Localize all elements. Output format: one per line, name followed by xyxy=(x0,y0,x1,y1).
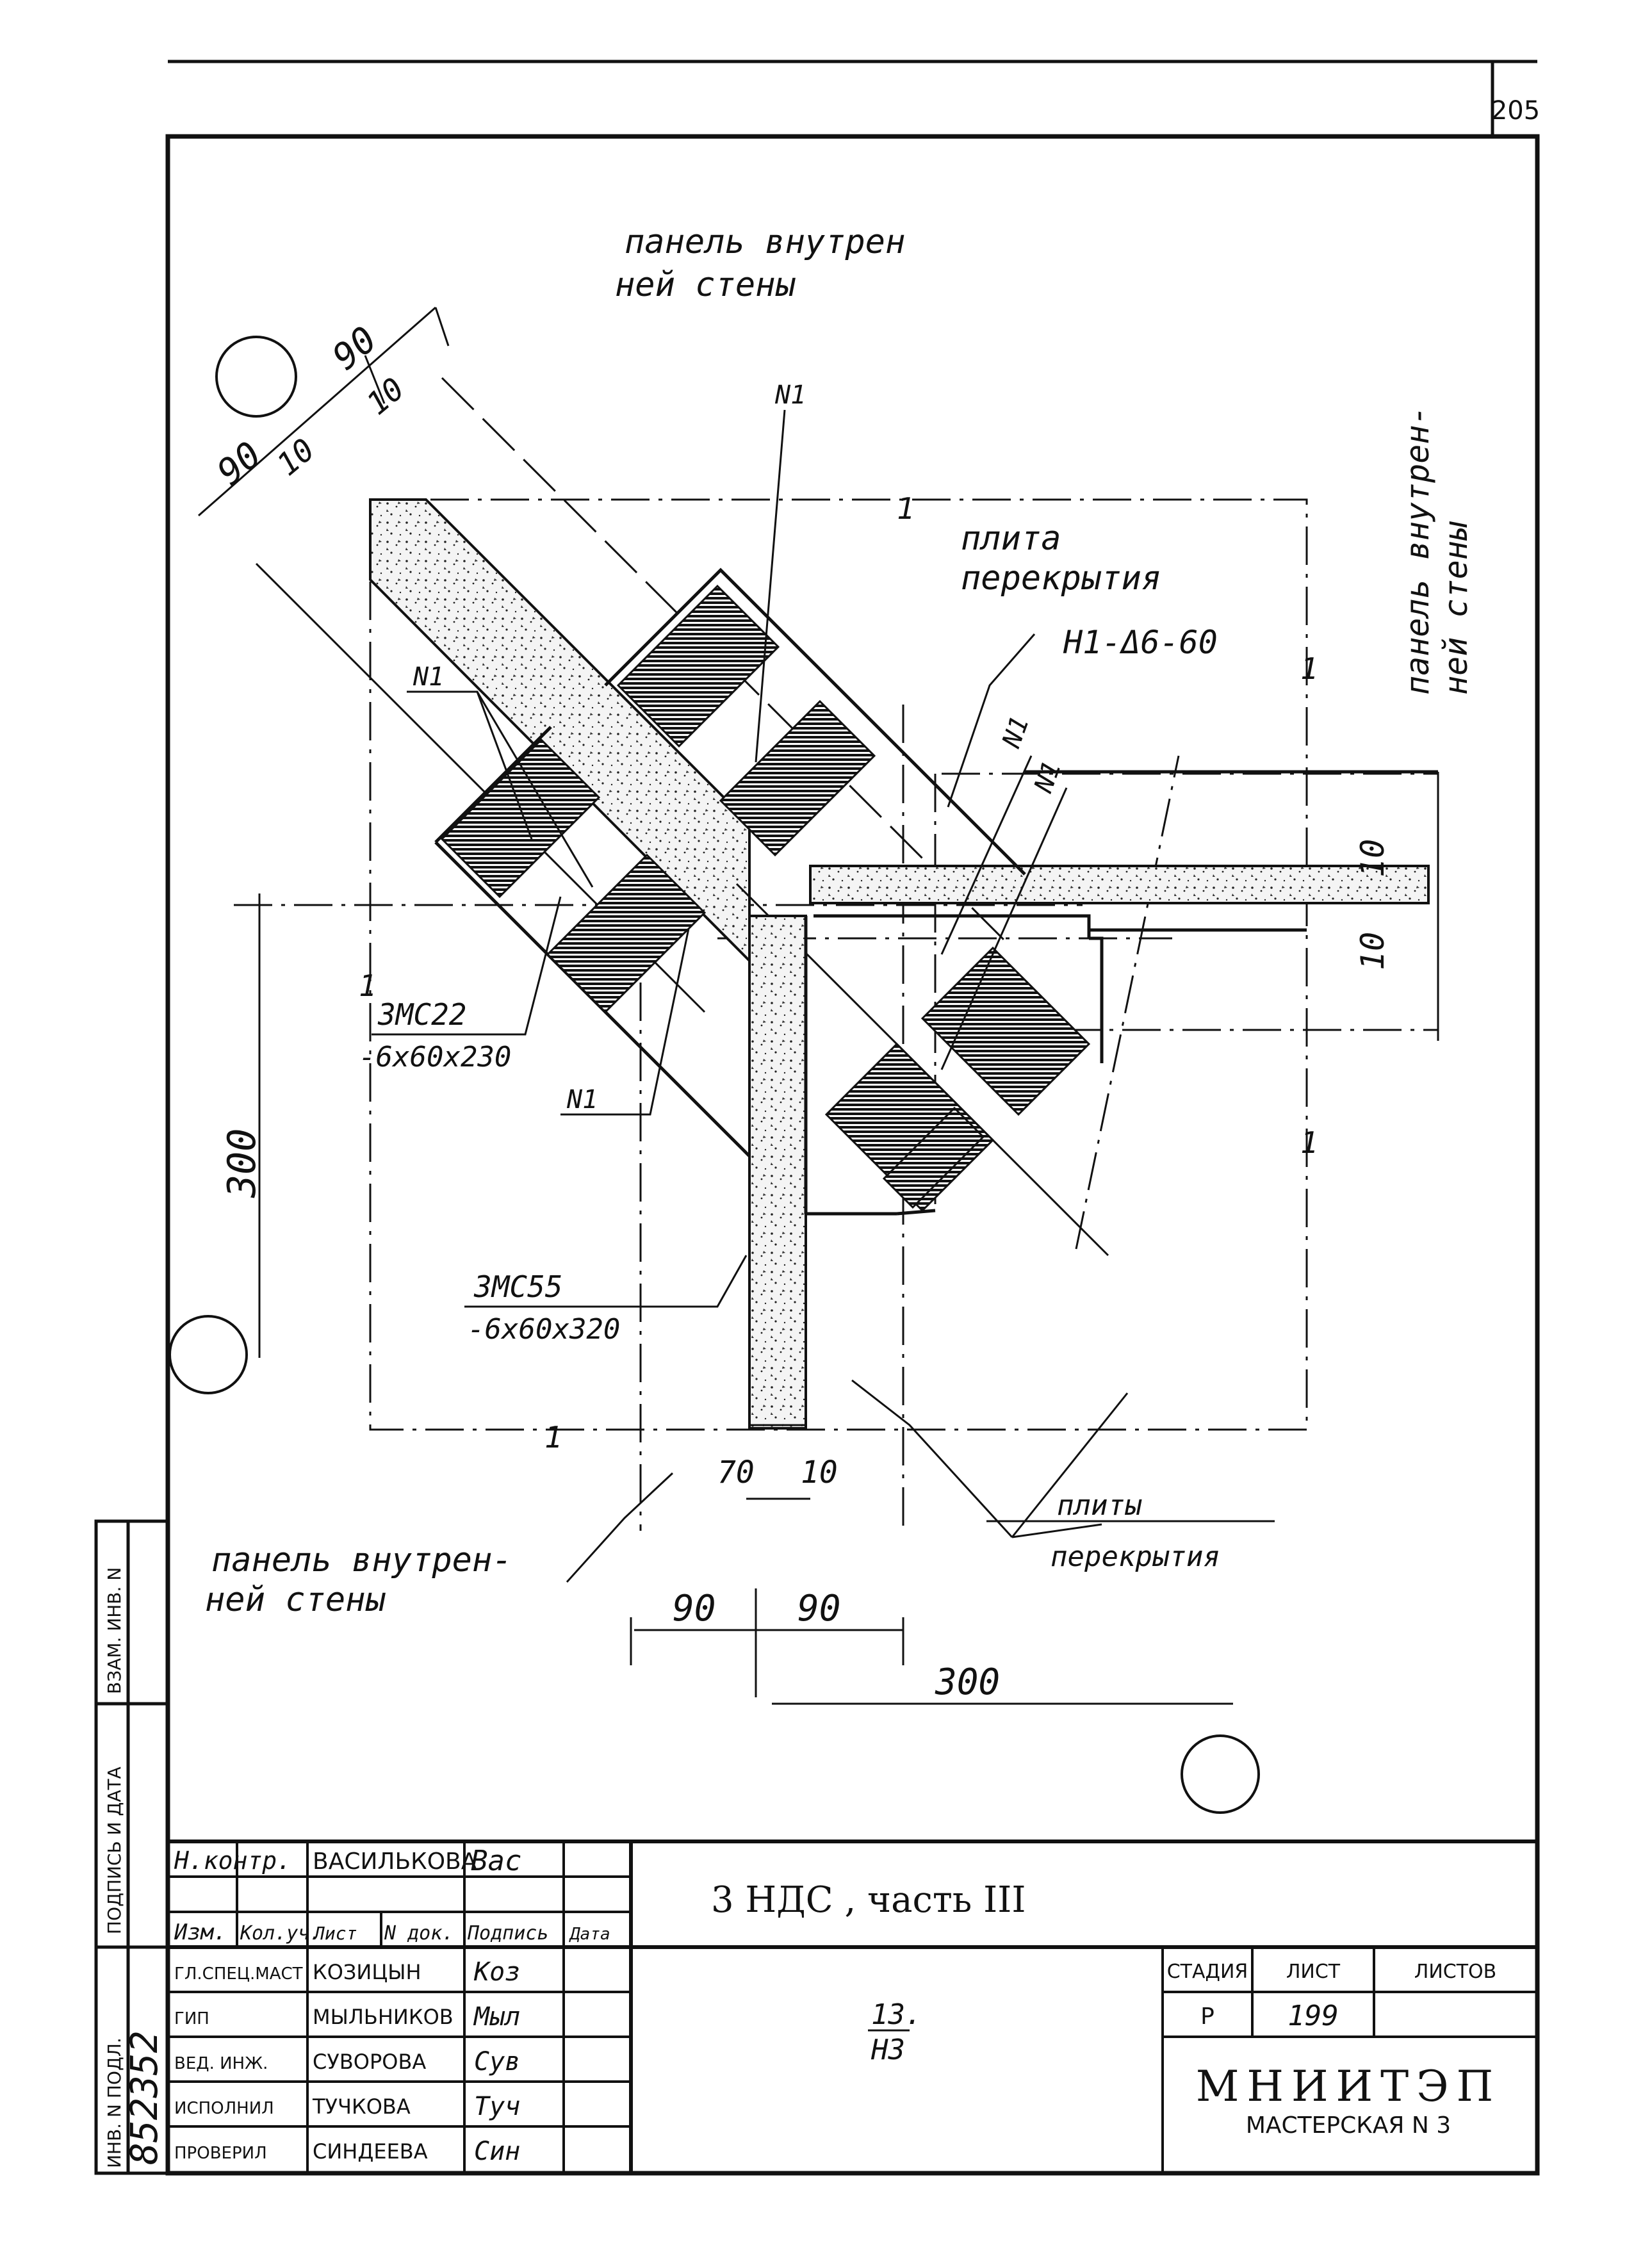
project-title: 3 НДС , часть III xyxy=(711,1879,1026,1921)
label-wall-right-2: ней стены xyxy=(1437,521,1475,695)
node-number-bottom: Н3 xyxy=(871,2034,905,2066)
dim-10-a: 10 xyxy=(270,432,322,483)
row-role: ГИП xyxy=(174,2009,209,2028)
label-one-e: 1 xyxy=(544,1420,562,1455)
row-signature: Туч xyxy=(474,2092,520,2121)
table-row: ГИП МЫЛЬНИКОВ Мыл xyxy=(174,2002,520,2032)
row-role: ГЛ.СПЕЦ.МАСТ xyxy=(174,1964,303,1984)
label-wall-top-2: ней стены xyxy=(615,266,796,304)
dimension-lines xyxy=(198,306,1439,1705)
header-podpis: Подпись xyxy=(467,1922,548,1945)
sheet-frame xyxy=(165,60,1540,2176)
grid-axis-markers xyxy=(168,336,1260,1814)
stage-value: Р xyxy=(1200,2003,1214,2030)
header-list: Лист xyxy=(313,1923,357,1944)
dim-10-r1: 10 xyxy=(1354,839,1391,877)
label-weld: Н1-Δ6-60 xyxy=(1063,624,1218,661)
stage-header: СТАДИЯ xyxy=(1167,1961,1248,1983)
label-wall-bottom-1: панель внутрен- xyxy=(211,1541,512,1579)
vertical-wall xyxy=(748,915,897,1430)
row-name: КОЗИЦЫН xyxy=(313,1960,421,1984)
embedded-plates xyxy=(440,584,1091,1212)
side-stamp xyxy=(94,1519,170,2175)
label-wall-top-1: панель внутрен xyxy=(625,223,905,261)
axis-bubble-top xyxy=(215,336,297,418)
label-slabs-1: плиты xyxy=(1057,1489,1142,1522)
table-row: ВЕД. ИНЖ. СУВОРОВА Сув xyxy=(174,2047,520,2076)
label-slabs-2: перекрытия xyxy=(1051,1540,1220,1573)
side-stamp-signature-date: ПОДПИСЬ И ДАТА xyxy=(104,1766,125,1934)
label-n1-c: N1 xyxy=(566,1085,598,1114)
dim-70: 70 xyxy=(717,1455,755,1490)
axis-bubble-bottom xyxy=(1181,1734,1260,1814)
nkontr-signature: Вас xyxy=(471,1845,521,1877)
table-row: ИСПОЛНИЛ ТУЧКОВА Туч xyxy=(174,2092,520,2121)
title-block-rows: ГЛ.СПЕЦ.МАСТ КОЗИЦЫН Коз ГИП МЫЛЬНИКОВ М… xyxy=(174,1957,520,2166)
row-name: СУВОРОВА xyxy=(313,2050,426,2074)
label-wall-right-1: панель внутрен- xyxy=(1399,405,1436,695)
dim-10-r2: 10 xyxy=(1354,932,1391,970)
row-role: ПРОВЕРИЛ xyxy=(174,2144,267,2163)
label-n1-d: N1 xyxy=(997,712,1035,752)
title-block xyxy=(168,1840,1537,2173)
label-n1-a: N1 xyxy=(774,380,806,410)
table-row: ГЛ.СПЕЦ.МАСТ КОЗИЦЫН Коз xyxy=(174,1957,520,1987)
organization-workshop: МАСТЕРСКАЯ N 3 xyxy=(1246,2112,1451,2139)
label-wall-bottom-2: ней стены xyxy=(205,1581,386,1619)
page-number: 205 xyxy=(1491,96,1540,126)
label-n1-e: N1 xyxy=(1029,757,1067,797)
dim-90-c: 90 xyxy=(673,1588,715,1629)
organization-name: МНИИТЭП xyxy=(1196,2062,1501,2111)
header-ndok: N док. xyxy=(384,1922,454,1945)
label-plate2-size: -6х60х320 xyxy=(468,1313,620,1346)
table-row: ПРОВЕРИЛ СИНДЕЕВА Син xyxy=(174,2137,520,2166)
nkontr-name: ВАСИЛЬКОВА xyxy=(313,1848,477,1875)
dim-90-a: 90 xyxy=(209,434,269,494)
node-number-top: 13. xyxy=(871,1998,922,2031)
header-izm: Изм. xyxy=(174,1920,227,1945)
side-stamp-replacement-inv: ВЗАМ. ИНВ. N xyxy=(104,1567,125,1694)
leader-lines xyxy=(372,409,1275,1583)
dim-300-left: 300 xyxy=(220,1129,265,1198)
sheet-value: 199 xyxy=(1288,2000,1338,2032)
sheet-header: ЛИСТ xyxy=(1286,1961,1341,1983)
label-slab-2: перекрытия xyxy=(961,559,1161,598)
row-role: ВЕД. ИНЖ. xyxy=(174,2054,268,2073)
label-plate1-name: ЗМС22 xyxy=(377,997,466,1032)
header-data: Дата xyxy=(569,1925,610,1944)
row-signature: Син xyxy=(474,2137,520,2166)
row-signature: Сув xyxy=(474,2047,520,2076)
dim-300-bottom: 300 xyxy=(935,1661,1000,1703)
row-name: МЫЛЬНИКОВ xyxy=(313,2005,454,2029)
side-stamp-original-inv: ИНВ. N ПОДЛ. xyxy=(104,2037,125,2168)
label-plate2-name: ЗМС55 xyxy=(473,1269,562,1304)
row-signature: Коз xyxy=(473,1957,520,1987)
diagonal-wall xyxy=(255,377,1109,1257)
dim-90-b: 90 xyxy=(325,319,384,379)
label-plate1-size: -6х60х230 xyxy=(359,1041,511,1073)
label-slab-1: плита xyxy=(961,519,1061,558)
side-stamp-inv-value: 852352 xyxy=(122,2030,166,2165)
row-name: СИНДЕЕВА xyxy=(313,2139,428,2164)
label-one-b: 1 xyxy=(359,968,377,1003)
row-name: ТУЧКОВА xyxy=(312,2094,411,2119)
row-signature: Мыл xyxy=(473,2002,520,2032)
dim-10-b: 10 xyxy=(360,371,411,422)
dim-10-bottom: 10 xyxy=(801,1455,838,1490)
label-one-a: 1 xyxy=(897,491,915,526)
header-koluch: Кол.уч. xyxy=(240,1922,321,1945)
label-n1-b: N1 xyxy=(413,662,444,692)
nkontr-role: Н.контр. xyxy=(174,1847,291,1875)
label-one-d: 1 xyxy=(1300,1125,1318,1160)
horizontal-wall xyxy=(809,770,1439,1041)
row-role: ИСПОЛНИЛ xyxy=(174,2099,274,2118)
dim-90-d: 90 xyxy=(797,1588,840,1629)
label-one-c: 1 xyxy=(1300,651,1318,686)
axis-bubble-left xyxy=(168,1315,248,1394)
sheets-header: ЛИСТОВ xyxy=(1414,1961,1496,1983)
